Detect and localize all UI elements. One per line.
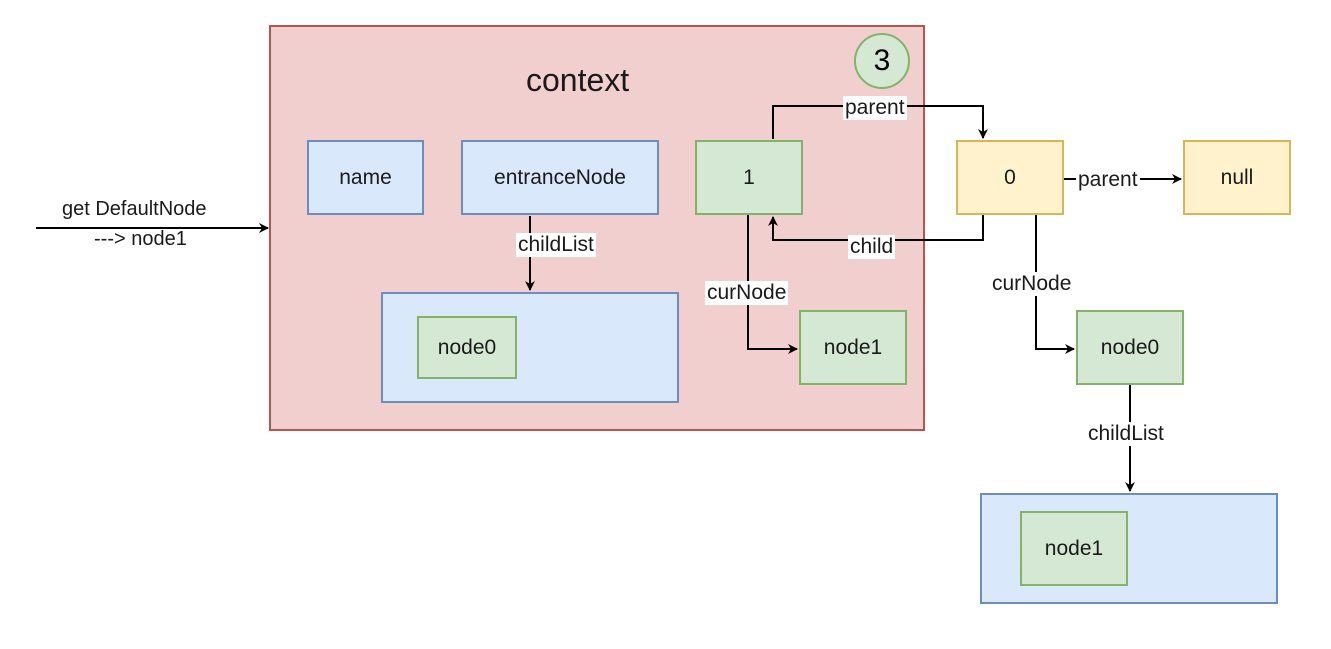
node-one-box: 1	[695, 140, 803, 215]
context-childlist-node0-label: node0	[437, 335, 497, 359]
entry-label-line2: ---> node1	[94, 228, 187, 250]
node-zero-box: 0	[956, 140, 1064, 215]
context-curnode-label: curNode	[705, 281, 789, 305]
child-label: child	[848, 235, 896, 259]
step-badge-number: 3	[873, 44, 891, 77]
context-curnode-target: node1	[799, 310, 907, 385]
entrance-node-box: entranceNode	[461, 140, 659, 215]
outside-curnode-target-label: node0	[1100, 335, 1160, 359]
context-childlist-node0: node0	[417, 316, 517, 379]
parent-label-top: parent	[843, 96, 907, 120]
context-curnode-target-label: node1	[823, 335, 883, 359]
name-field-box: name	[307, 140, 424, 215]
context-childlist-label: childList	[516, 233, 596, 257]
parent-label-right: parent	[1076, 168, 1140, 192]
outside-childlist-node1-label: node1	[1044, 536, 1104, 560]
outside-childlist-node1: node1	[1020, 511, 1128, 586]
entry-label-line1: get DefaultNode	[62, 198, 207, 220]
outside-childlist-label: childList	[1086, 422, 1166, 446]
null-box: null	[1183, 140, 1291, 215]
name-field-label: name	[339, 165, 392, 189]
outside-curnode-target: node0	[1076, 310, 1184, 385]
outside-curnode-label: curNode	[990, 272, 1074, 296]
step-badge: 3	[854, 33, 910, 89]
node-one-label: 1	[743, 165, 755, 189]
curnode-arrow-context	[747, 215, 798, 354]
node-zero-label: 0	[1004, 165, 1016, 189]
null-box-label: null	[1220, 165, 1254, 189]
context-title: context	[526, 62, 630, 98]
entrance-node-label: entranceNode	[494, 165, 626, 189]
curnode-arrow-outside	[1035, 215, 1075, 354]
